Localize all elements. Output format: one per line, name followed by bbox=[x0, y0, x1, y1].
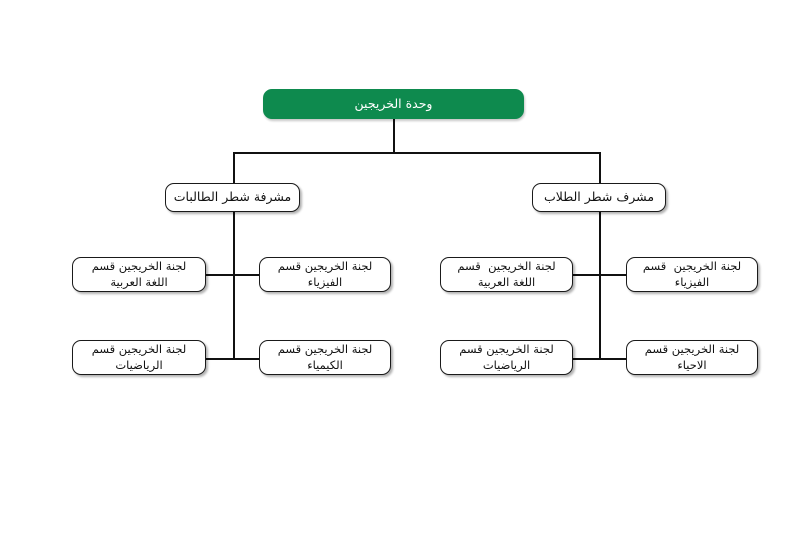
node-committee-male-biology-line1: لجنة الخريجين قسم bbox=[644, 342, 740, 357]
node-committee-male-arabic-line1: لجنة الخريجين قسم bbox=[457, 259, 556, 274]
node-committee-male-math-line1: لجنة الخريجين قسم bbox=[459, 342, 554, 357]
node-committee-female-arabic[interactable]: لجنة الخريجين قسم اللغة العربية bbox=[72, 257, 206, 292]
connector-root-drop bbox=[393, 119, 395, 153]
connector-female-physics-stub bbox=[233, 274, 260, 276]
node-committee-male-physics[interactable]: لجنة الخريجين قسم الفيزياء bbox=[626, 257, 758, 292]
connector-male-biology-stub bbox=[599, 358, 627, 360]
node-committee-male-physics-line1: لجنة الخريجين قسم bbox=[642, 259, 742, 274]
node-graduates-unit-label: وحدة الخريجين bbox=[354, 96, 433, 112]
connector-male-arabic-stub bbox=[572, 274, 601, 276]
node-committee-male-biology[interactable]: لجنة الخريجين قسم الاحياء bbox=[626, 340, 758, 375]
node-committee-female-math-line1: لجنة الخريجين قسم bbox=[91, 342, 187, 357]
node-committee-female-physics-line2: الفيزياء bbox=[307, 274, 343, 289]
node-committee-male-biology-line2: الاحياء bbox=[677, 357, 707, 372]
node-female-section-supervisor[interactable]: مشرفة شطر الطالبات bbox=[165, 183, 300, 212]
connector-female-supervisor-drop bbox=[233, 152, 235, 184]
node-committee-female-physics[interactable]: لجنة الخريجين قسم الفيزياء bbox=[259, 257, 391, 292]
connector-male-spine bbox=[599, 212, 601, 360]
node-committee-male-math-line2: الرياضيات bbox=[482, 357, 531, 372]
connector-male-supervisor-drop bbox=[599, 152, 601, 184]
node-committee-female-math-line2: الرياضيات bbox=[115, 357, 163, 372]
node-female-section-supervisor-label: مشرفة شطر الطالبات bbox=[173, 189, 292, 205]
connector-male-physics-stub bbox=[599, 274, 627, 276]
node-committee-female-math[interactable]: لجنة الخريجين قسم الرياضيات bbox=[72, 340, 206, 375]
node-committee-male-arabic[interactable]: لجنة الخريجين قسم اللغة العربية bbox=[440, 257, 573, 292]
node-male-section-supervisor[interactable]: مشرف شطر الطلاب bbox=[532, 183, 666, 212]
node-committee-female-chemistry-line1: لجنة الخريجين قسم bbox=[277, 342, 373, 357]
connector-female-chemistry-stub bbox=[233, 358, 260, 360]
connector-male-math-stub bbox=[572, 358, 601, 360]
node-committee-male-arabic-line2: اللغة العربية bbox=[477, 274, 536, 289]
connector-female-math-stub bbox=[205, 358, 235, 360]
connector-supervisor-bus bbox=[233, 152, 601, 154]
node-committee-female-chemistry[interactable]: لجنة الخريجين قسم الكيمياء bbox=[259, 340, 391, 375]
node-committee-female-arabic-line1: لجنة الخريجين قسم bbox=[91, 259, 187, 274]
connector-female-spine bbox=[233, 212, 235, 360]
node-committee-male-math[interactable]: لجنة الخريجين قسم الرياضيات bbox=[440, 340, 573, 375]
connector-female-arabic-stub bbox=[205, 274, 235, 276]
node-committee-female-physics-line1: لجنة الخريجين قسم bbox=[277, 259, 373, 274]
node-committee-male-physics-line2: الفيزياء bbox=[674, 274, 710, 289]
node-committee-female-chemistry-line2: الكيمياء bbox=[307, 357, 343, 372]
node-graduates-unit[interactable]: وحدة الخريجين bbox=[263, 89, 524, 119]
node-male-section-supervisor-label: مشرف شطر الطلاب bbox=[543, 189, 655, 205]
node-committee-female-arabic-line2: اللغة العربية bbox=[110, 274, 168, 289]
